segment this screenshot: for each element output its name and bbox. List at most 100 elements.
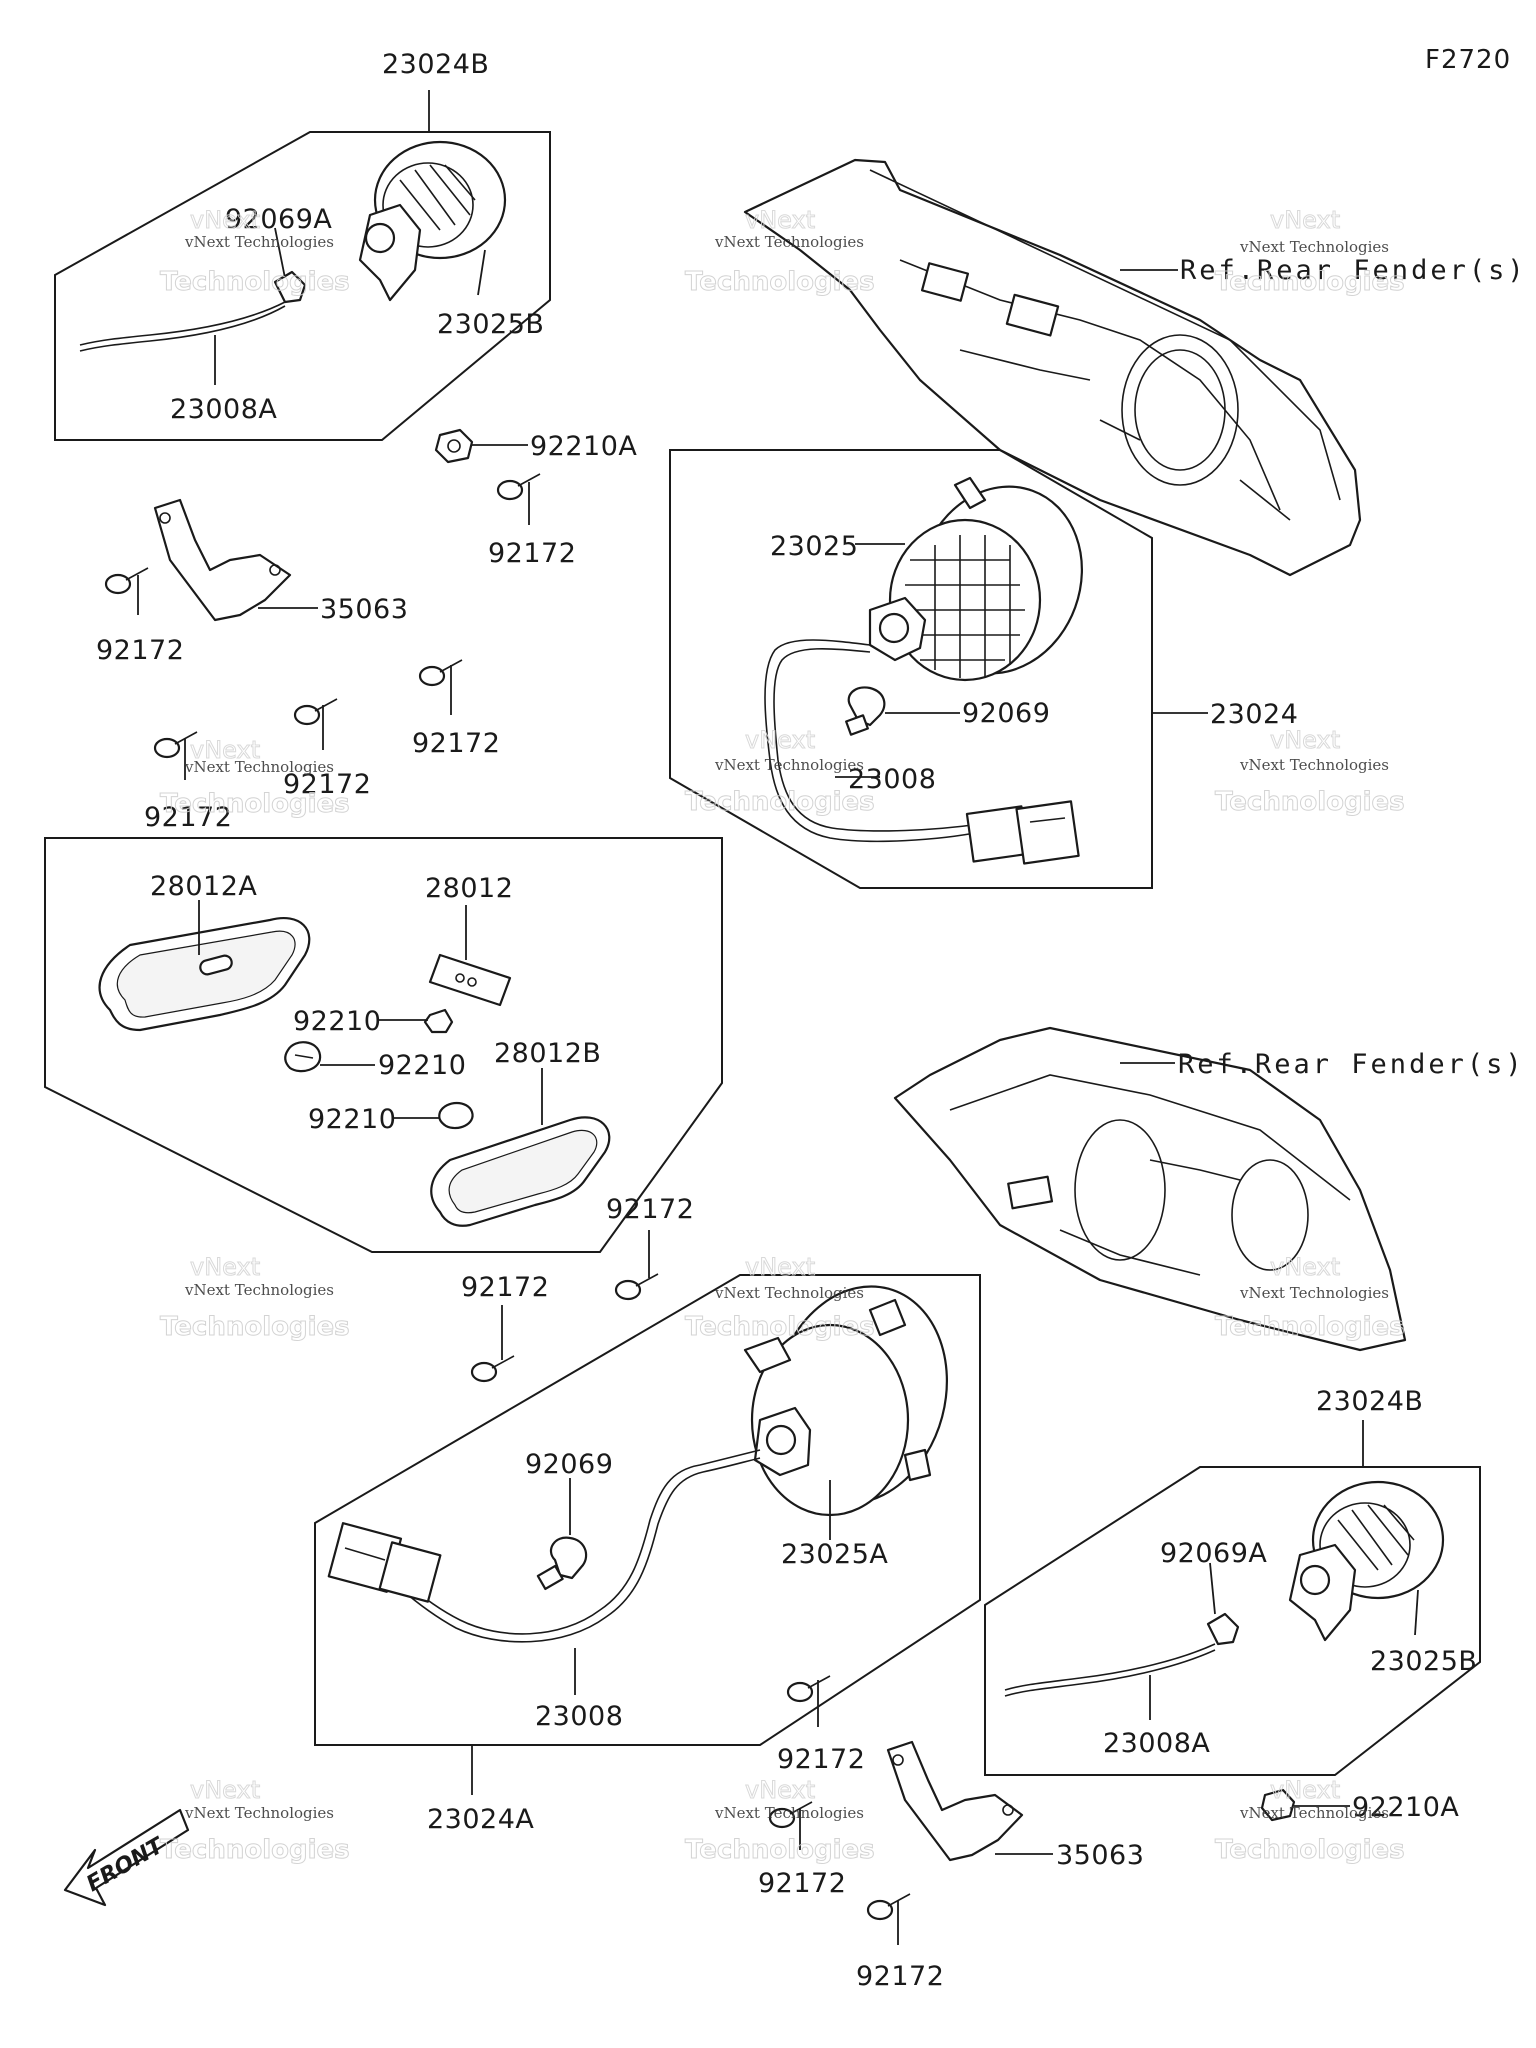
screw-92172-e xyxy=(153,731,198,759)
screw-92172-c xyxy=(418,659,463,687)
screw-92172-d xyxy=(293,698,338,726)
taillight-housing-23025 xyxy=(868,476,1083,682)
svg-text:vNext: vNext xyxy=(745,726,815,754)
svg-text:vNext Technologies: vNext Technologies xyxy=(714,1284,864,1302)
label-92210-c: 92210 xyxy=(308,1104,396,1135)
watermark-7: vNext vNext Technologies Technologies xyxy=(160,1253,351,1343)
label-23008A-bottom: 23008A xyxy=(1103,1728,1210,1759)
wire-harness-23008-bottom xyxy=(400,1449,761,1643)
label-92210-a: 92210 xyxy=(293,1006,381,1037)
watermark-11: vNext vNext Technologies Technologies xyxy=(685,1776,876,1866)
label-23024A: 23024A xyxy=(427,1804,534,1835)
svg-text:vNext: vNext xyxy=(190,736,260,764)
label-23008A-top: 23008A xyxy=(170,394,277,425)
label-23025A: 23025A xyxy=(781,1539,888,1570)
bulb-socket-92069A-bottom xyxy=(1206,1612,1240,1646)
svg-text:vNext: vNext xyxy=(190,206,260,234)
wire-harness-23008A-bottom xyxy=(1004,1643,1216,1697)
connector-23008-bottom xyxy=(327,1522,442,1603)
svg-text:vNext Technologies: vNext Technologies xyxy=(1239,756,1389,774)
label-92172-b: 92172 xyxy=(96,635,184,666)
bulb-92069-bottom xyxy=(536,1536,588,1591)
label-92172-a: 92172 xyxy=(488,538,576,569)
bulb-92069-top xyxy=(845,686,886,736)
svg-text:vNext Technologies: vNext Technologies xyxy=(1239,238,1389,256)
svg-text:Technologies: Technologies xyxy=(685,267,875,297)
label-28012B: 28012B xyxy=(494,1038,601,1069)
label-92172-f: 92172 xyxy=(606,1194,694,1225)
svg-text:Technologies: Technologies xyxy=(160,1312,350,1342)
bracket-35063-top xyxy=(153,498,292,622)
label-35063-bottom: 35063 xyxy=(1056,1840,1144,1871)
svg-text:vNext: vNext xyxy=(190,1253,260,1281)
svg-text:Technologies: Technologies xyxy=(685,787,875,817)
svg-text:vNext: vNext xyxy=(745,1776,815,1804)
svg-text:Technologies: Technologies xyxy=(160,267,350,297)
group-box-23024 xyxy=(669,449,1153,889)
clip-92210-c xyxy=(438,1101,474,1130)
label-23025B-bottom: 23025B xyxy=(1370,1646,1477,1677)
watermark-1: vNext vNext Technologies Technologies xyxy=(160,206,351,298)
svg-text:Technologies: Technologies xyxy=(1215,787,1405,817)
label-28012A: 28012A xyxy=(150,871,257,902)
screw-92172-i xyxy=(768,1801,813,1829)
label-92069-top: 92069 xyxy=(962,698,1050,729)
svg-text:vNext Technologies: vNext Technologies xyxy=(184,758,334,776)
svg-text:Technologies: Technologies xyxy=(160,789,350,819)
label-92069A-bottom: 92069A xyxy=(1160,1538,1267,1569)
screw-92172-f xyxy=(614,1273,659,1301)
screw-92172-g xyxy=(470,1355,515,1383)
group-box-23024B-bottom xyxy=(984,1466,1481,1776)
reflector-28012A xyxy=(98,917,311,1032)
svg-text:vNext Technologies: vNext Technologies xyxy=(184,233,334,251)
svg-text:vNext Technologies: vNext Technologies xyxy=(714,1804,864,1822)
watermark-2: vNext vNext Technologies Technologies xyxy=(685,206,876,298)
label-23025B-top: 23025B xyxy=(437,309,544,340)
turn-signal-housing-23025B-bottom xyxy=(1288,1480,1445,1642)
svg-text:vNext Technologies: vNext Technologies xyxy=(714,756,864,774)
svg-text:vNext Technologies: vNext Technologies xyxy=(1239,1284,1389,1302)
label-23024B-bottom: 23024B xyxy=(1316,1386,1423,1417)
screw-92172-h xyxy=(786,1675,831,1703)
svg-text:vNext: vNext xyxy=(745,206,815,234)
label-92172-j: 92172 xyxy=(856,1961,944,1992)
svg-text:vNext: vNext xyxy=(745,1253,815,1281)
taillight-housing-23025A xyxy=(743,1285,948,1517)
svg-text:vNext Technologies: vNext Technologies xyxy=(714,233,864,251)
label-23008-top: 23008 xyxy=(848,764,936,795)
svg-text:Technologies: Technologies xyxy=(1215,1835,1405,1865)
connector-23008-top xyxy=(965,800,1080,865)
watermark-8: vNext vNext Technologies Technologies xyxy=(685,1253,876,1343)
svg-text:Technologies: Technologies xyxy=(160,1835,350,1865)
label-92210-b: 92210 xyxy=(378,1050,466,1081)
svg-text:vNext: vNext xyxy=(1270,1253,1340,1281)
svg-text:Technologies: Technologies xyxy=(1215,267,1405,297)
label-23024: 23024 xyxy=(1210,699,1298,730)
group-box-23024A xyxy=(314,1274,981,1746)
rear-fender-bottom xyxy=(893,1026,1407,1352)
group-box-23024B-top xyxy=(54,131,551,441)
label-92210A-top: 92210A xyxy=(530,431,637,462)
bulb-socket-92069A-top xyxy=(273,270,307,304)
watermark-9: vNext vNext Technologies Technologies xyxy=(1215,1253,1406,1343)
screw-92172-j xyxy=(866,1893,911,1921)
watermark-5: vNext vNext Technologies Technologies xyxy=(685,726,876,818)
nut-92210A-bottom xyxy=(1260,1788,1296,1822)
clip-92210-b xyxy=(284,1041,322,1073)
svg-text:Technologies: Technologies xyxy=(685,1312,875,1342)
screw-92172-a xyxy=(496,473,541,501)
leader-23025B-top xyxy=(477,249,486,296)
label-23025: 23025 xyxy=(770,531,858,562)
wire-harness-23008-top xyxy=(764,639,981,843)
svg-text:vNext: vNext xyxy=(190,1776,260,1804)
leader-23025B-bottom xyxy=(1414,1589,1419,1636)
reflector-28012B xyxy=(430,1116,611,1227)
label-92172-c: 92172 xyxy=(412,728,500,759)
label-92069-bottom: 92069 xyxy=(525,1449,613,1480)
turn-signal-housing-23025B-top xyxy=(358,140,507,302)
watermark-10: vNext vNext Technologies Technologies xyxy=(160,1776,351,1866)
figure-code: F2720 xyxy=(1425,45,1511,75)
label-92172-d: 92172 xyxy=(283,769,371,800)
group-box-28012 xyxy=(44,837,723,1253)
